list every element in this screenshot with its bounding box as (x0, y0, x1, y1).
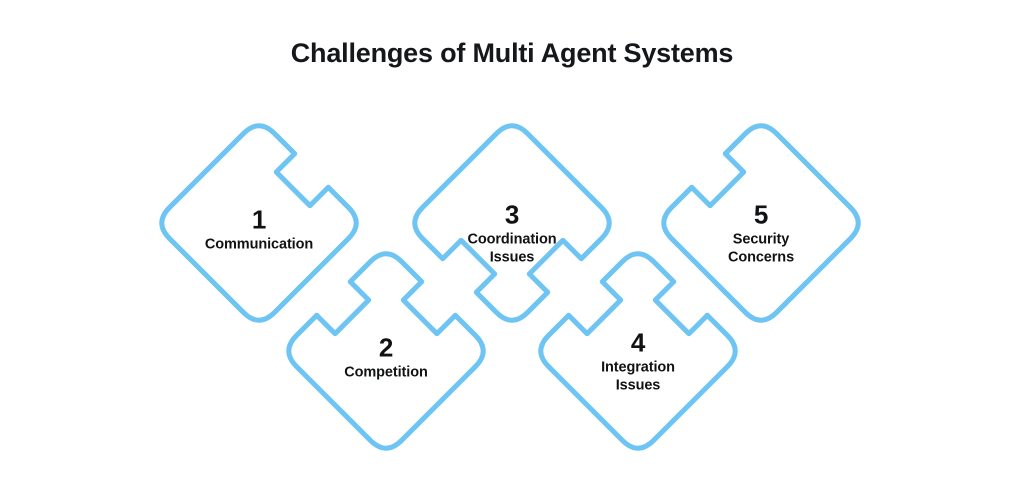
diamond-outline-2 (286, 251, 486, 451)
diamond-node-3[interactable] (412, 123, 612, 323)
diamond-outline-4 (538, 251, 738, 451)
diamond-outline-1 (159, 123, 359, 323)
diamond-node-5[interactable] (661, 123, 861, 323)
page-title: Challenges of Multi Agent Systems (290, 38, 734, 68)
diamond-outline-3 (412, 123, 612, 323)
diamond-outline-5 (661, 123, 861, 323)
diamond-node-1[interactable] (159, 123, 359, 323)
diamond-node-4[interactable] (538, 251, 738, 451)
diamond-node-2[interactable] (286, 251, 486, 451)
